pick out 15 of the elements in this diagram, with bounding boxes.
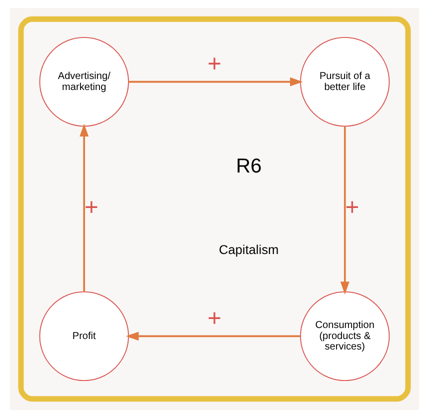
arrow xyxy=(128,77,303,86)
label: R6 xyxy=(236,155,262,178)
arrow xyxy=(340,126,350,294)
edge-label: + xyxy=(208,304,222,332)
cluster xyxy=(18,16,411,402)
node-circle: Consumption (products & services) xyxy=(300,291,390,382)
node-circle: Advertising/ marketing xyxy=(39,36,129,127)
edge-label: + xyxy=(208,50,222,78)
edge-label: + xyxy=(345,194,360,221)
arrow xyxy=(80,124,89,292)
label: Capitalism xyxy=(218,242,279,258)
arrow xyxy=(126,332,300,341)
edge-label: + xyxy=(84,194,98,221)
node-circle: Profit xyxy=(39,291,129,382)
node-circle: Pursuit of a better life xyxy=(300,36,390,127)
